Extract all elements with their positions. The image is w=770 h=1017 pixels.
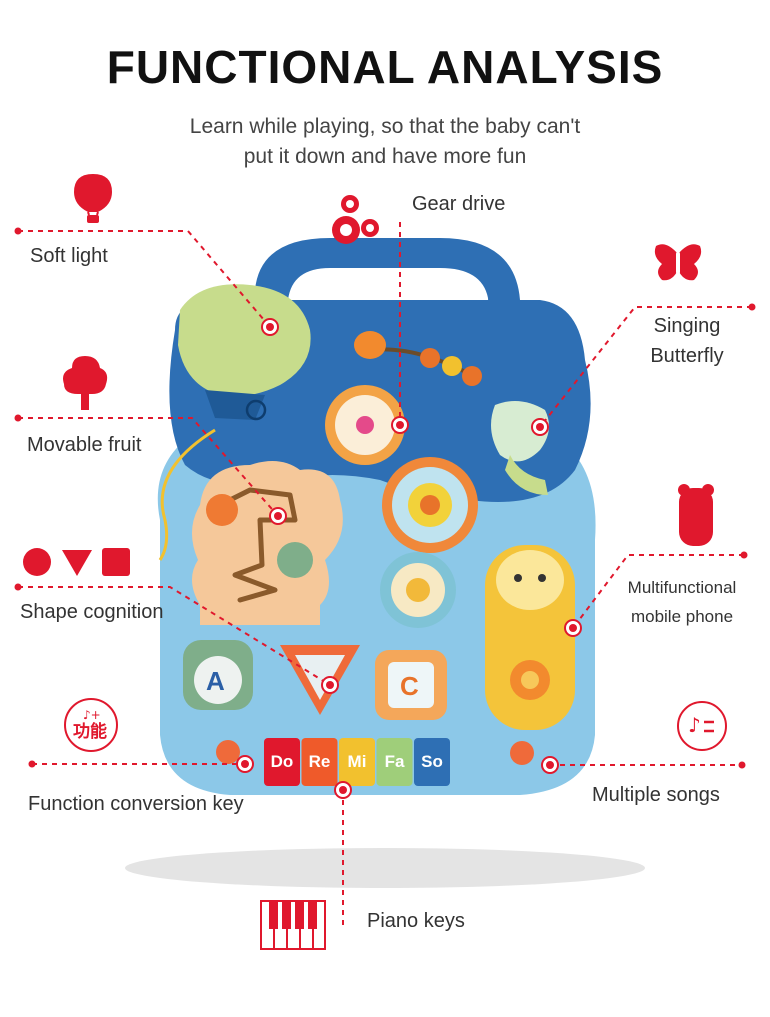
subtitle-line-2: put it down and have more fun	[243, 145, 527, 168]
piano-key-label-mi: Mi	[348, 752, 367, 771]
label-gear-drive: Gear drive	[412, 193, 506, 215]
subtitle-line-1: Learn while playing, so that the baby ca…	[189, 115, 581, 138]
page-title: FUNCTIONAL ANALYSIS	[106, 41, 664, 93]
balloon-basket	[205, 390, 265, 420]
soft-light-balloon	[178, 284, 311, 397]
butterfly-icon	[652, 240, 704, 284]
leader-soft-light	[18, 230, 271, 328]
movable-fruit-ball-green	[277, 542, 313, 578]
balloon-icon	[72, 172, 114, 224]
toy-shadow	[125, 848, 645, 888]
tree-icon	[60, 354, 110, 412]
label-multifunctional-phone: Multifunctional mobile phone	[627, 578, 737, 626]
label-function-conversion-key: Function conversion key	[28, 793, 244, 815]
leader-fruit	[18, 417, 279, 517]
piano-key-so	[414, 738, 450, 786]
toy-handle	[255, 238, 520, 330]
shapes-icon	[22, 546, 132, 578]
music-notes-icon: ♪	[676, 700, 728, 752]
piano-key-label-do: Do	[271, 752, 294, 771]
label-movable-fruit: Movable fruit	[27, 434, 142, 456]
piano-key-label-fa: Fa	[385, 752, 405, 771]
target-markers	[236, 318, 582, 799]
tree-maze	[191, 461, 343, 625]
page-subtitle: Learn while playing, so that the baby ca…	[135, 112, 635, 172]
piano-key-do	[264, 738, 300, 786]
svg-text:C: C	[400, 671, 419, 701]
butterfly-toy	[491, 401, 549, 462]
svg-text:♪: ♪	[688, 713, 701, 737]
function-key-toy	[216, 740, 240, 764]
piano-icon	[260, 900, 326, 950]
svg-text:♪+: ♪+	[83, 708, 101, 722]
leader-shape	[18, 586, 331, 686]
piano-key-label-re: Re	[309, 752, 331, 771]
caterpillar-head	[354, 331, 386, 359]
movable-fruit-ball-orange	[206, 494, 238, 526]
function-badge-icon: ♪+ 功能	[63, 697, 119, 753]
piano-key-mi	[339, 738, 375, 786]
balloon-swirl	[245, 399, 267, 421]
label-soft-light: Soft light	[30, 245, 108, 267]
label-piano-keys: Piano keys	[367, 910, 465, 932]
label-multiple-songs: Multiple songs	[592, 784, 720, 806]
function-badge-text: 功能	[73, 721, 107, 742]
songs-key-toy	[510, 741, 534, 765]
label-shape-cognition: Shape cognition	[20, 601, 164, 623]
bear-phone-icon	[676, 482, 716, 548]
label-singing-butterfly: Singing Butterfly	[650, 315, 724, 367]
piano-keys-toy: Do Re Mi Fa So	[264, 738, 450, 786]
piano-key-re	[301, 738, 338, 786]
piano-key-fa	[376, 738, 413, 786]
piano-key-label-so: So	[421, 752, 443, 771]
gears-icon	[324, 192, 382, 250]
svg-text:A: A	[206, 666, 225, 696]
